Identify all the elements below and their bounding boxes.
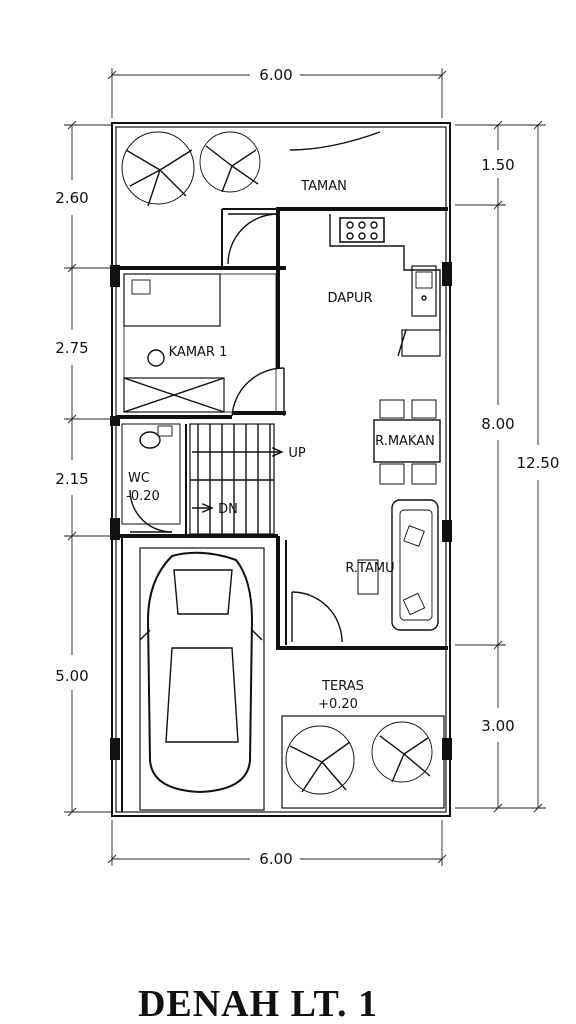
dim-right-middle: 8.00 [481,415,514,433]
dim-right-taman: 1.50 [481,156,514,174]
stair-label-dn: DN [218,502,238,517]
dim-left-garage: 5.00 [55,667,88,685]
dim-right-total: 12.50 [517,454,560,472]
kamar-furniture [123,273,225,413]
dim-right-teras: 3.00 [481,717,514,735]
dimension-lines [64,68,546,866]
dining-table [373,399,441,485]
sofa [357,499,439,631]
room-label-taman: TAMAN [300,179,347,194]
room-label-kamar: KAMAR 1 [169,345,228,360]
wc-level: -0.20 [126,489,160,504]
dim-bottom-width: 6.00 [259,850,292,868]
teras-plants [281,715,445,809]
kitchen-fixtures [329,214,441,357]
room-label-teras: TERAS [321,679,364,694]
car [139,547,265,811]
interior-walls [116,207,448,812]
teras-level: +0.20 [318,697,358,712]
dim-top-width: 6.00 [259,66,292,84]
dim-left-taman: 2.60 [55,189,88,207]
exterior-walls [110,122,452,817]
doors [129,213,343,643]
room-label-dapur: DAPUR [327,291,372,306]
wc-fixtures [121,423,181,525]
room-label-r-makan: R.MAKAN [375,434,435,449]
stairs [189,423,282,535]
plan-title: DENAH LT. 1 [138,983,378,1024]
taman-plants [121,131,381,207]
room-label-wc: WC [128,471,150,486]
dim-left-wc: 2.15 [55,470,88,488]
room-label-r-tamu: R.TAMU [345,561,394,576]
dim-left-kamar: 2.75 [55,339,88,357]
stair-label-up: UP [288,446,306,461]
